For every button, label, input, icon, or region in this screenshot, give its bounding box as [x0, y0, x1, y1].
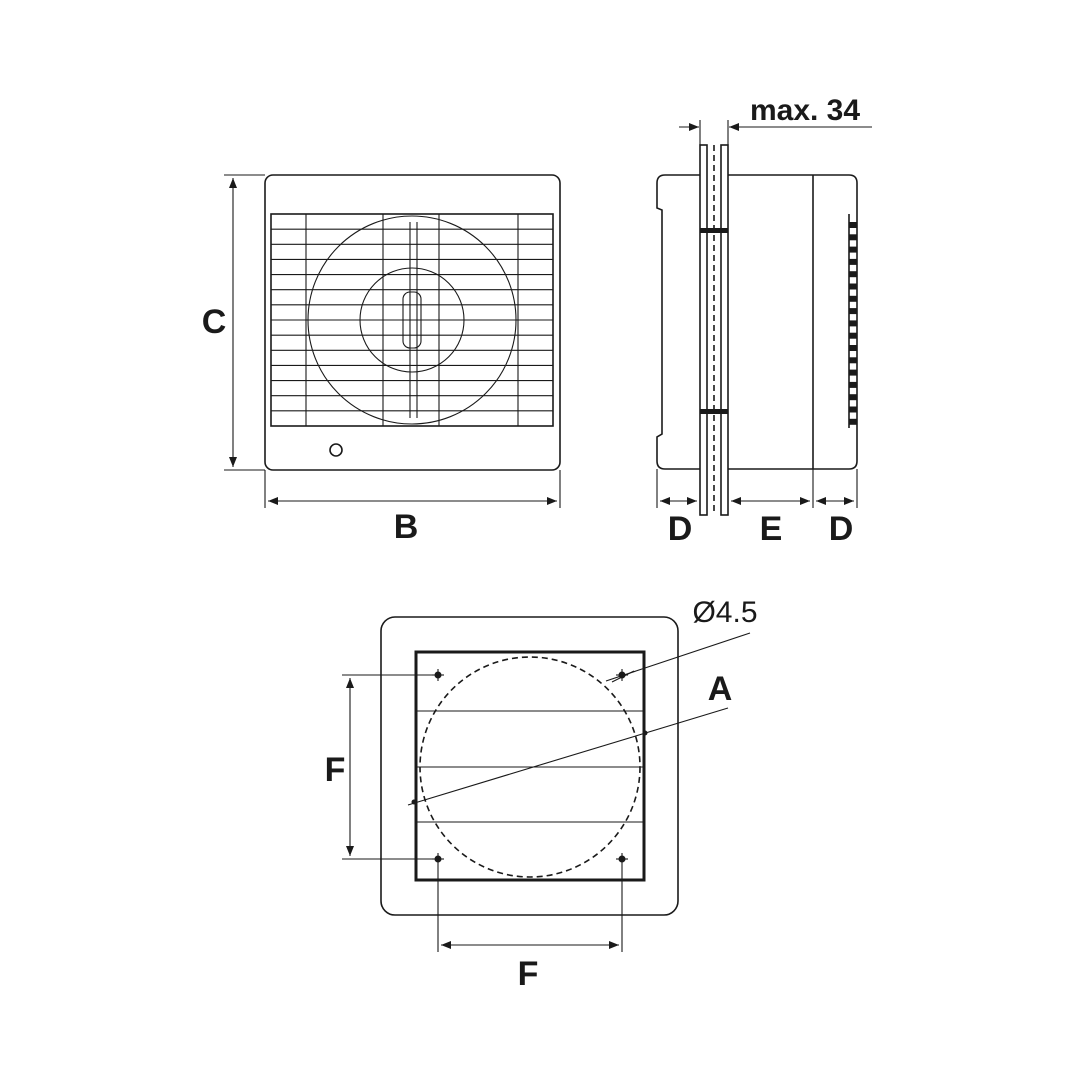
front-view: C B [202, 174, 561, 546]
label-d-front: D [668, 510, 693, 548]
dimension-c: C [202, 174, 265, 471]
side-body [728, 174, 858, 470]
motor-hub [402, 291, 422, 349]
label-a: A [708, 670, 733, 708]
side-vent-fin [849, 332, 857, 339]
side-clamp-top [700, 228, 728, 233]
side-wall-plate-right [720, 144, 729, 516]
label-max-34: max. 34 [750, 94, 860, 127]
label-c: C [202, 303, 227, 341]
mounting-hole-top-left [432, 669, 444, 681]
impeller-outer-circle [307, 215, 517, 425]
label-hole-diameter: Ø4.5 [692, 596, 757, 629]
front-housing [264, 174, 561, 471]
duct-diameter-leader: A [407, 670, 733, 806]
rear-shutter-slats [416, 710, 644, 823]
side-vent-fin [849, 345, 857, 351]
side-vent-fin [849, 234, 857, 241]
mounting-hole-bottom-right [616, 853, 628, 865]
label-f-horizontal: F [518, 955, 539, 993]
rear-view: Ø4.5 A F F [325, 596, 758, 993]
side-vent-fin [849, 381, 857, 388]
side-vent-fin [849, 308, 857, 315]
rear-duct-circle [419, 656, 641, 878]
side-vent-fin [849, 271, 857, 278]
dimension-f-vertical: F [325, 674, 432, 860]
side-front-cover [656, 174, 700, 470]
pull-cord-hole [329, 443, 343, 457]
side-vent-fin [849, 320, 857, 327]
dimension-f-horizontal: F [437, 865, 623, 993]
side-view: max. 34 D E D [656, 94, 872, 548]
side-vent-fin [849, 394, 857, 401]
grille-slats [271, 228, 553, 412]
rear-shutter-frame [414, 650, 646, 882]
side-vent-fins [849, 222, 857, 425]
impeller-hub-circle [359, 267, 465, 373]
hole-diameter-leader: Ø4.5 [605, 596, 758, 683]
side-vent-fin [849, 369, 857, 376]
side-clamp-bottom [700, 409, 728, 414]
rear-outer-plate [380, 616, 679, 916]
side-vent-fin [849, 283, 857, 290]
label-e: E [760, 510, 783, 548]
side-wall-plate-left [699, 144, 708, 516]
dimension-max-34: max. 34 [679, 94, 872, 145]
side-vent-fin [849, 222, 857, 228]
grille-vertical-bars [305, 214, 519, 426]
label-b: B [394, 508, 419, 546]
side-vent-fin [849, 295, 857, 302]
mounting-holes [432, 669, 628, 865]
dimension-b: B [264, 470, 561, 546]
label-f-vertical: F [325, 751, 346, 789]
mounting-hole-bottom-left [432, 853, 444, 865]
side-vent-fin [849, 357, 857, 364]
label-d-rear: D [829, 510, 854, 548]
dimension-d-e-d: D E D [656, 469, 858, 548]
side-vent-fin [849, 406, 857, 413]
side-vent-fin [849, 258, 857, 265]
side-vent-fin [849, 246, 857, 253]
side-vent-fin [849, 418, 857, 425]
